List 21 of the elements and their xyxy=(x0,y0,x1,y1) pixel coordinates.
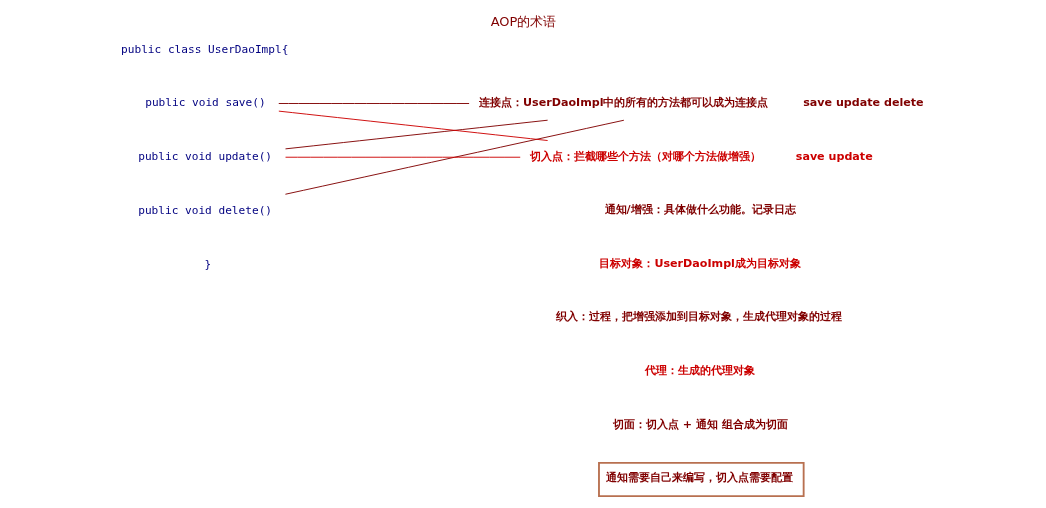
connector xyxy=(284,156,521,158)
connector xyxy=(284,119,548,150)
label: 切面：切入点 + 通知 组合成为切面 xyxy=(612,417,788,431)
label: public class UserDaoImpl{ xyxy=(120,42,288,56)
label: 织入：过程，把增强添加到目标对象，生成代理对象的过程 xyxy=(555,310,842,324)
node-text: public void delete() xyxy=(137,203,272,217)
node-text: 切入点：拦截哪些个方法（对哪个方法做增强） xyxy=(529,149,761,163)
label: } xyxy=(203,257,211,271)
label: 目标对象：UserDaoImpl成为目标对象 xyxy=(598,256,801,270)
node-text: 连接点：UserDaoImpl中的所有的方法都可以成为连接点 xyxy=(478,95,769,109)
node-text: public void update() xyxy=(137,150,272,164)
diagram-title: AOP的术语 xyxy=(490,13,556,29)
node-text: public void save() xyxy=(144,96,266,110)
node-box: 通知需要自己来编写，切入点需要配置 xyxy=(597,461,805,498)
connector xyxy=(277,103,470,104)
label: 通知/增强：具体做什么功能。记录日志 xyxy=(604,202,796,216)
node-label: save update xyxy=(795,149,873,163)
connector xyxy=(284,119,624,195)
node-label: save update delete xyxy=(802,95,924,109)
connector xyxy=(277,110,548,141)
label: 代理：生成的代理对象 xyxy=(644,364,755,378)
